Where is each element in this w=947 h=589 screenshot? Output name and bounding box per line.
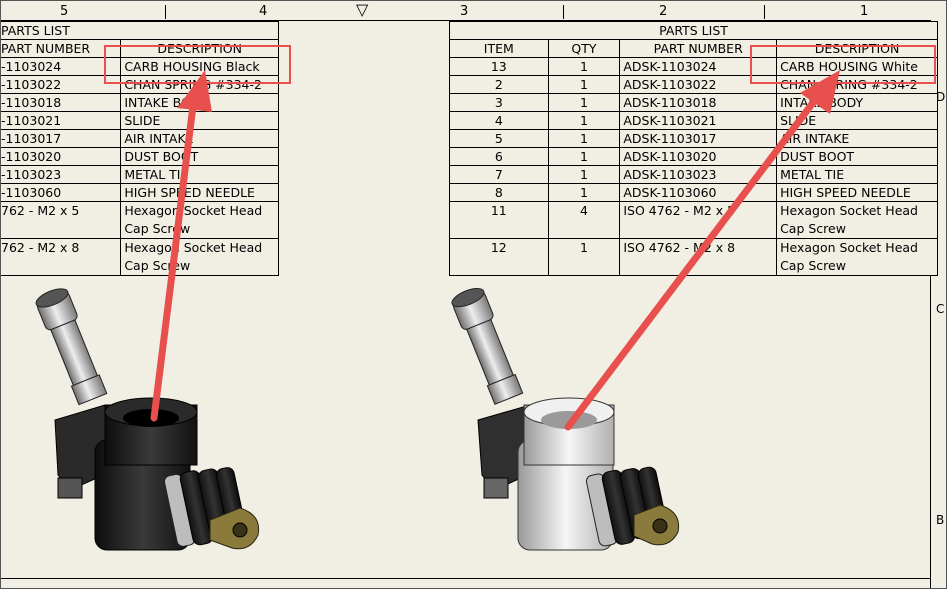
- carburetor-black-render: [35, 288, 260, 551]
- bottom-border-line: [0, 578, 930, 579]
- zone-letter-b: B: [936, 513, 945, 527]
- header-part-number: PART NUMBER: [619, 39, 778, 58]
- zone-letter-d: D: [936, 90, 946, 104]
- highlight-box-right: [750, 45, 936, 84]
- parts-list-left: PARTS LIST PART NUMBER DESCRIPTION -1103…: [0, 21, 279, 276]
- parts-list-right: PARTS LIST ITEM QTY PART NUMBER DESCRIPT…: [449, 21, 938, 276]
- zone-number-1: 1: [860, 4, 869, 19]
- top-border-line: [0, 20, 930, 21]
- header-part-number: PART NUMBER: [0, 39, 122, 58]
- center-mark-icon: ▽: [356, 0, 369, 19]
- zone-number-2: 2: [659, 4, 668, 19]
- right-border-line: [930, 20, 931, 589]
- highlight-box-left: [104, 45, 291, 84]
- zone-number-5: 5: [60, 4, 69, 19]
- zone-number-3: 3: [460, 4, 469, 19]
- zone-letter-c: C: [936, 302, 945, 316]
- zone-tick: [563, 5, 564, 19]
- zone-tick: [165, 5, 166, 19]
- header-description: DESCRIPTION: [120, 39, 279, 58]
- header-description: DESCRIPTION: [776, 39, 938, 58]
- zone-tick: [764, 5, 765, 19]
- carburetor-white-render: [451, 288, 680, 551]
- annotation-arrow-right: [564, 70, 840, 431]
- annotation-arrow-left: [150, 70, 212, 422]
- zone-number-4: 4: [259, 4, 268, 19]
